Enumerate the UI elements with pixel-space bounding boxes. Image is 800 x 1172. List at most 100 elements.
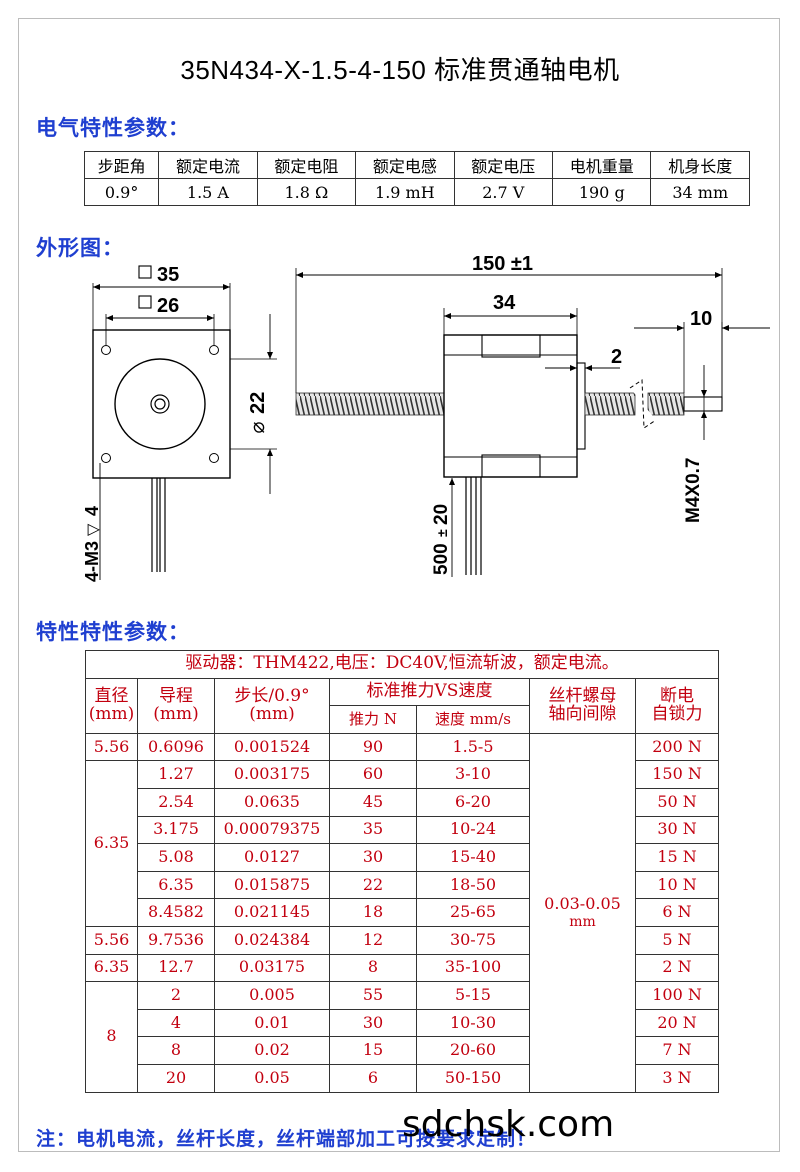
- step-cell: 0.02: [214, 1036, 330, 1065]
- speed-cell: 3-10: [416, 760, 530, 789]
- speed-cell: 30-75: [416, 925, 530, 955]
- diameter-cell: 8: [85, 981, 138, 1093]
- lock-cell: 6 N: [634, 898, 720, 927]
- lead-screw-end: [647, 392, 685, 416]
- thread-label: M4X0.7: [683, 458, 704, 523]
- lead-cell: 3.175: [137, 815, 215, 845]
- lead-wires: [465, 477, 482, 575]
- page-title: 35N434-X-1.5-4-150 标准贯通轴电机: [180, 55, 620, 85]
- thrust-cell: 18: [329, 898, 417, 927]
- characteristics-table: 驱动器：THM422,电压：DC40V,恒流斩波，额定电流。 直径(mm) 导程…: [84, 650, 720, 1093]
- diameter-cell: 5.56: [85, 732, 138, 762]
- table-row: 20 0.05 6 50-150 3 N: [86, 1063, 720, 1093]
- mount-depth-label: 4: [82, 506, 102, 516]
- dim-150-label: 150 ±1: [472, 253, 533, 275]
- table-row: 6.35 12.7 0.03175 8 35-100 2 N: [85, 953, 720, 983]
- lead-cell: 5.08: [137, 843, 215, 872]
- lead-screw-right: [584, 392, 636, 416]
- shaft-circle-inner: [154, 398, 166, 410]
- thrust-cell: 8: [329, 953, 417, 983]
- table-row: 8 2 0.005 55 5-15 100 N: [85, 981, 720, 1093]
- speed-cell: 10-30: [416, 1008, 530, 1038]
- step-cell: 0.01: [214, 1008, 330, 1038]
- lock-cell: 50 N: [634, 787, 720, 817]
- table-row: 0.9° 1.5 A 1.8 Ω 1.9 mH 2.7 V 190 g 34 m…: [83, 178, 750, 206]
- table-row: 步距角 额定电流 额定电阻 额定电感 额定电压 电机重量 机身长度: [83, 151, 750, 179]
- lead-cell: 1.27: [137, 760, 215, 789]
- diameter-cell: 6.35: [85, 953, 138, 983]
- side-view: 150 ±1 34 10 2 M4X0.7 500 ± 20: [295, 253, 770, 577]
- header-backlash: 丝杆螺母轴向间隙: [529, 677, 636, 734]
- lock-cell: 200 N: [634, 732, 720, 762]
- lead-cell: 8.4582: [137, 898, 215, 927]
- table-row: 3.175 0.00079375 35 10-24 30 N: [86, 815, 720, 845]
- value-cell: 1.8 Ω: [256, 178, 357, 206]
- header-diameter: 直径(mm): [85, 677, 138, 734]
- lead-cell: 2.54: [137, 787, 215, 817]
- table-row: 5.56 9.7536 0.024384 12 30-75 5 N: [85, 925, 720, 955]
- step-cell: 0.0127: [214, 843, 330, 872]
- front-view: 35 26 ⌀ 22 4-M3 ▽ 4: [82, 264, 277, 582]
- section-characteristics: 特性特性参数：: [36, 620, 190, 644]
- body-cap-bottom: [481, 454, 541, 478]
- speed-cell: 50-150: [416, 1063, 530, 1093]
- value-cell: 2.7 V: [453, 178, 554, 206]
- lead-tolerance-label: 20: [431, 504, 452, 525]
- mount-hole: [101, 345, 111, 355]
- dim-10-label: 10: [690, 308, 712, 330]
- thrust-cell: 6: [329, 1063, 417, 1093]
- break-line: [629, 379, 657, 429]
- depth-symbol: ▽: [85, 523, 102, 536]
- step-cell: 0.05: [214, 1063, 330, 1093]
- mount-hole: [209, 453, 219, 463]
- lock-cell: 10 N: [634, 870, 720, 900]
- header-cell: 额定电流: [158, 151, 258, 179]
- lead-cell: 8: [137, 1036, 215, 1065]
- header-cell: 步距角: [83, 151, 160, 179]
- mount-hole: [101, 453, 111, 463]
- dim-22-label: 22: [247, 392, 269, 414]
- step-cell: 0.003175: [214, 760, 330, 789]
- flange: [576, 362, 586, 450]
- header-cell: 电机重量: [552, 151, 652, 179]
- value-cell: 1.9 mH: [355, 178, 455, 206]
- page-frame: [18, 18, 780, 1152]
- thrust-cell: 35: [329, 815, 417, 845]
- thrust-cell: 15: [329, 1036, 417, 1065]
- lead-screw-left: [295, 392, 445, 416]
- step-cell: 0.00079375: [214, 815, 330, 845]
- lead-cell: 6.35: [137, 870, 215, 900]
- value-cell: 190 g: [552, 178, 652, 206]
- speed-cell: 35-100: [416, 953, 530, 983]
- header-step: 步长/0.9°(mm): [214, 677, 330, 734]
- lock-cell: 100 N: [634, 981, 720, 1010]
- speed-cell: 6-20: [416, 787, 530, 817]
- motor-boss-circle: [114, 358, 206, 450]
- lead-cell: 4: [137, 1008, 215, 1038]
- value-cell: 0.9°: [83, 178, 160, 206]
- header-cell: 机身长度: [650, 151, 750, 179]
- value-cell: 34 mm: [650, 178, 750, 206]
- lock-cell: 3 N: [634, 1063, 720, 1093]
- dim-26-label: 26: [157, 295, 179, 317]
- header-thrust: 推力 N: [329, 705, 417, 734]
- diameter-cell: 6.35: [85, 760, 138, 927]
- speed-cell: 1.5-5: [416, 732, 530, 762]
- table-row: 6.35 1.27 0.003175 60 3-10 150 N: [85, 760, 720, 927]
- header-lead: 导程(mm): [137, 677, 215, 734]
- thrust-cell: 22: [329, 870, 417, 900]
- step-cell: 0.001524: [214, 732, 330, 762]
- lock-cell: 2 N: [634, 953, 720, 983]
- body-cap-top: [481, 334, 541, 358]
- section-outline: 外形图：: [36, 236, 124, 260]
- step-cell: 0.024384: [214, 925, 330, 955]
- speed-cell: 10-24: [416, 815, 530, 845]
- speed-cell: 20-60: [416, 1036, 530, 1065]
- shaft-circle-outer: [150, 394, 170, 414]
- thrust-cell: 90: [329, 732, 417, 762]
- motor-face-outline: [92, 329, 231, 479]
- electrical-table: 步距角 额定电流 额定电阻 额定电感 额定电压 电机重量 机身长度 0.9° 1…: [83, 151, 750, 206]
- step-cell: 0.015875: [214, 870, 330, 900]
- table-row: 5.08 0.0127 30 15-40 15 N: [86, 843, 720, 872]
